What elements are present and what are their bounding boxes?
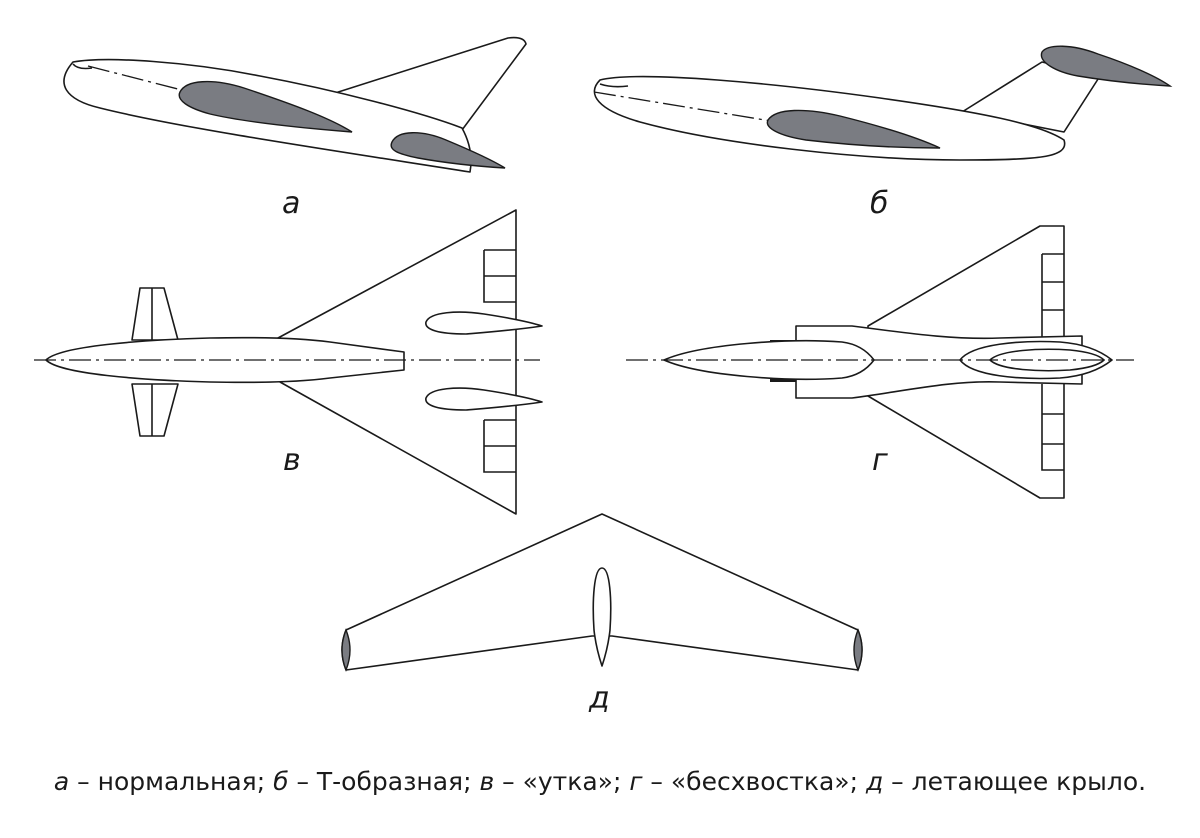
caption-key-v: в bbox=[479, 767, 494, 796]
elevon-upper bbox=[1041, 253, 1064, 340]
caption-text-a: – нормальная; bbox=[69, 767, 273, 796]
wing-section bbox=[766, 109, 941, 149]
panel-label-b: б bbox=[870, 186, 889, 221]
caption-key-b: б bbox=[273, 767, 288, 796]
caption-text-g: – «бесхвостка»; bbox=[642, 767, 865, 796]
flap-lower bbox=[483, 419, 516, 473]
flap-upper bbox=[483, 249, 516, 303]
wing-section bbox=[178, 80, 353, 133]
caption-text-b: – Т-образная; bbox=[289, 767, 480, 796]
canard-lower bbox=[131, 383, 179, 437]
figure-caption: а – нормальная; б – Т-образная; в – «утк… bbox=[54, 767, 1146, 796]
fin-upper bbox=[425, 311, 543, 335]
stabilizer-section bbox=[390, 132, 506, 169]
caption-key-d: д bbox=[865, 767, 883, 796]
fuselage-nose bbox=[599, 83, 629, 88]
wingtip-right bbox=[853, 628, 863, 672]
panel-label-d: д bbox=[588, 681, 610, 716]
elevon-lower bbox=[1041, 384, 1064, 471]
aircraft-normal-side-view: а bbox=[63, 36, 527, 221]
wingtip-left bbox=[341, 628, 351, 672]
aircraft-canard-top-view: в bbox=[34, 209, 543, 515]
panel-label-v: в bbox=[283, 443, 301, 478]
aircraft-t-tail-side-view: б bbox=[593, 45, 1173, 221]
panel-label-g: г bbox=[872, 443, 888, 478]
flying-wing-view: д bbox=[341, 513, 863, 716]
caption-text-v: – «утка»; bbox=[494, 767, 629, 796]
aircraft-tailless-top-view: г bbox=[626, 225, 1134, 499]
t-tail-stabilizer bbox=[1040, 45, 1173, 87]
fuselage-nose bbox=[72, 63, 93, 70]
fin-lower bbox=[425, 387, 543, 411]
caption-text-d: – летающее крыло. bbox=[883, 767, 1146, 796]
panel-label-a: а bbox=[282, 186, 300, 221]
engine-nozzle bbox=[988, 348, 1106, 372]
canard-upper bbox=[131, 287, 179, 341]
center-fin bbox=[592, 567, 612, 667]
caption-key-g: г bbox=[629, 767, 643, 796]
caption-key-a: а bbox=[54, 767, 69, 796]
